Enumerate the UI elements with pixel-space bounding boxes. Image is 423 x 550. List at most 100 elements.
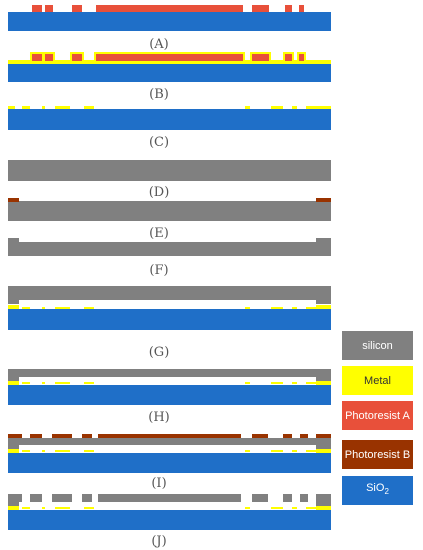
photoresist-a-block bbox=[96, 5, 243, 12]
metal-pad bbox=[84, 507, 94, 509]
legend-photoresist-b: Photoresist B bbox=[342, 440, 413, 469]
metal-pad bbox=[245, 382, 250, 384]
metal-pad bbox=[245, 106, 250, 109]
photoresist-b-block bbox=[8, 434, 22, 438]
sio2-substrate bbox=[8, 385, 331, 405]
metal-pad bbox=[8, 106, 15, 109]
legend-metal: Metal bbox=[342, 366, 413, 395]
metal-layer bbox=[316, 305, 331, 309]
metal-layer bbox=[8, 506, 19, 510]
metal-pad bbox=[55, 450, 70, 452]
metal-pad bbox=[292, 450, 297, 452]
sio2-substrate bbox=[8, 12, 331, 31]
step-label: (C) bbox=[149, 135, 169, 150]
photoresist-a-block bbox=[252, 5, 269, 12]
step-label: (I) bbox=[151, 476, 166, 491]
step-h: (H) bbox=[8, 369, 331, 425]
photoresist-a-block bbox=[299, 5, 304, 12]
step-d: (D) bbox=[8, 160, 331, 200]
metal-layer bbox=[8, 449, 19, 453]
photoresist-b-block bbox=[52, 434, 72, 438]
step-label: (G) bbox=[149, 345, 170, 360]
step-f: (F) bbox=[8, 238, 331, 278]
metal-pad bbox=[271, 507, 283, 509]
photoresist-b-block bbox=[283, 434, 292, 438]
metal-pad bbox=[271, 450, 283, 452]
metal-pad bbox=[42, 507, 45, 509]
thinned-silicon-cap bbox=[8, 438, 331, 449]
sio2-substrate bbox=[8, 510, 331, 530]
photoresist-b-block bbox=[316, 434, 331, 438]
photoresist-a-block bbox=[96, 54, 243, 61]
legend-sio2: SiO2 bbox=[342, 476, 413, 505]
metal-layer bbox=[316, 381, 331, 385]
step-label: (H) bbox=[148, 410, 169, 425]
etched-silicon-cap bbox=[8, 238, 331, 256]
step-e: (E) bbox=[8, 198, 331, 241]
metal-pad bbox=[22, 106, 30, 109]
legend-label: Metal bbox=[364, 374, 391, 387]
legend-label-main: SiO bbox=[366, 482, 385, 495]
thinned-silicon-cap bbox=[8, 369, 331, 381]
metal-layer bbox=[316, 506, 331, 510]
patterned-silicon-structure bbox=[8, 494, 331, 506]
photoresist-a-block bbox=[45, 5, 53, 12]
metal-pad bbox=[245, 507, 250, 509]
metal-pad bbox=[245, 307, 250, 309]
metal-pad bbox=[84, 307, 94, 309]
legend-label: silicon bbox=[362, 339, 393, 352]
metal-pad bbox=[271, 106, 283, 109]
step-label: (B) bbox=[149, 87, 169, 102]
photoresist-b-block bbox=[30, 434, 42, 438]
photoresist-a-block bbox=[285, 5, 292, 12]
sio2-substrate bbox=[8, 309, 331, 330]
step-label: (A) bbox=[149, 37, 169, 52]
metal-pad bbox=[245, 450, 250, 452]
metal-pad bbox=[306, 507, 316, 509]
metal-pad bbox=[42, 382, 45, 384]
photoresist-a-block bbox=[32, 54, 42, 61]
metal-layer bbox=[8, 305, 19, 309]
metal-pad bbox=[84, 106, 94, 109]
metal-pad bbox=[84, 450, 94, 452]
metal-pad bbox=[22, 507, 30, 509]
metal-pad bbox=[306, 382, 316, 384]
metal-pad bbox=[292, 106, 297, 109]
photoresist-a-block bbox=[72, 5, 82, 12]
step-b: (B) bbox=[8, 52, 331, 102]
step-c: (C) bbox=[8, 106, 331, 150]
metal-pad bbox=[22, 450, 30, 452]
photoresist-b-block bbox=[300, 434, 308, 438]
metal-pad bbox=[271, 382, 283, 384]
photoresist-b-block bbox=[316, 198, 331, 202]
metal-pad bbox=[22, 382, 30, 384]
metal-pad bbox=[42, 450, 45, 452]
photoresist-b-block bbox=[8, 198, 19, 202]
photoresist-a-block bbox=[72, 54, 82, 61]
sio2-substrate bbox=[8, 109, 331, 130]
step-i: (I) bbox=[8, 434, 331, 491]
metal-layer bbox=[8, 381, 19, 385]
metal-pad bbox=[55, 106, 70, 109]
legend-label: Photoresist B bbox=[344, 448, 411, 461]
metal-pad bbox=[42, 307, 45, 309]
photoresist-a-block bbox=[285, 54, 292, 61]
step-j: (J) bbox=[8, 494, 331, 549]
step-label: (D) bbox=[149, 185, 170, 200]
step-label: (J) bbox=[151, 534, 166, 549]
metal-pad bbox=[292, 382, 297, 384]
legend-label-subscript: 2 bbox=[384, 487, 389, 497]
metal-layer bbox=[316, 449, 331, 453]
metal-pad bbox=[306, 106, 331, 109]
metal-pad bbox=[306, 450, 316, 452]
photoresist-b-block bbox=[252, 434, 268, 438]
photoresist-b-block bbox=[98, 434, 241, 438]
silicon-wafer bbox=[8, 201, 331, 221]
metal-pad bbox=[306, 307, 316, 309]
silicon-wafer bbox=[8, 160, 331, 181]
metal-pad bbox=[55, 507, 70, 509]
metal-pad bbox=[271, 307, 283, 309]
metal-pad bbox=[55, 382, 70, 384]
legend-label: Photoresist A bbox=[345, 409, 410, 422]
